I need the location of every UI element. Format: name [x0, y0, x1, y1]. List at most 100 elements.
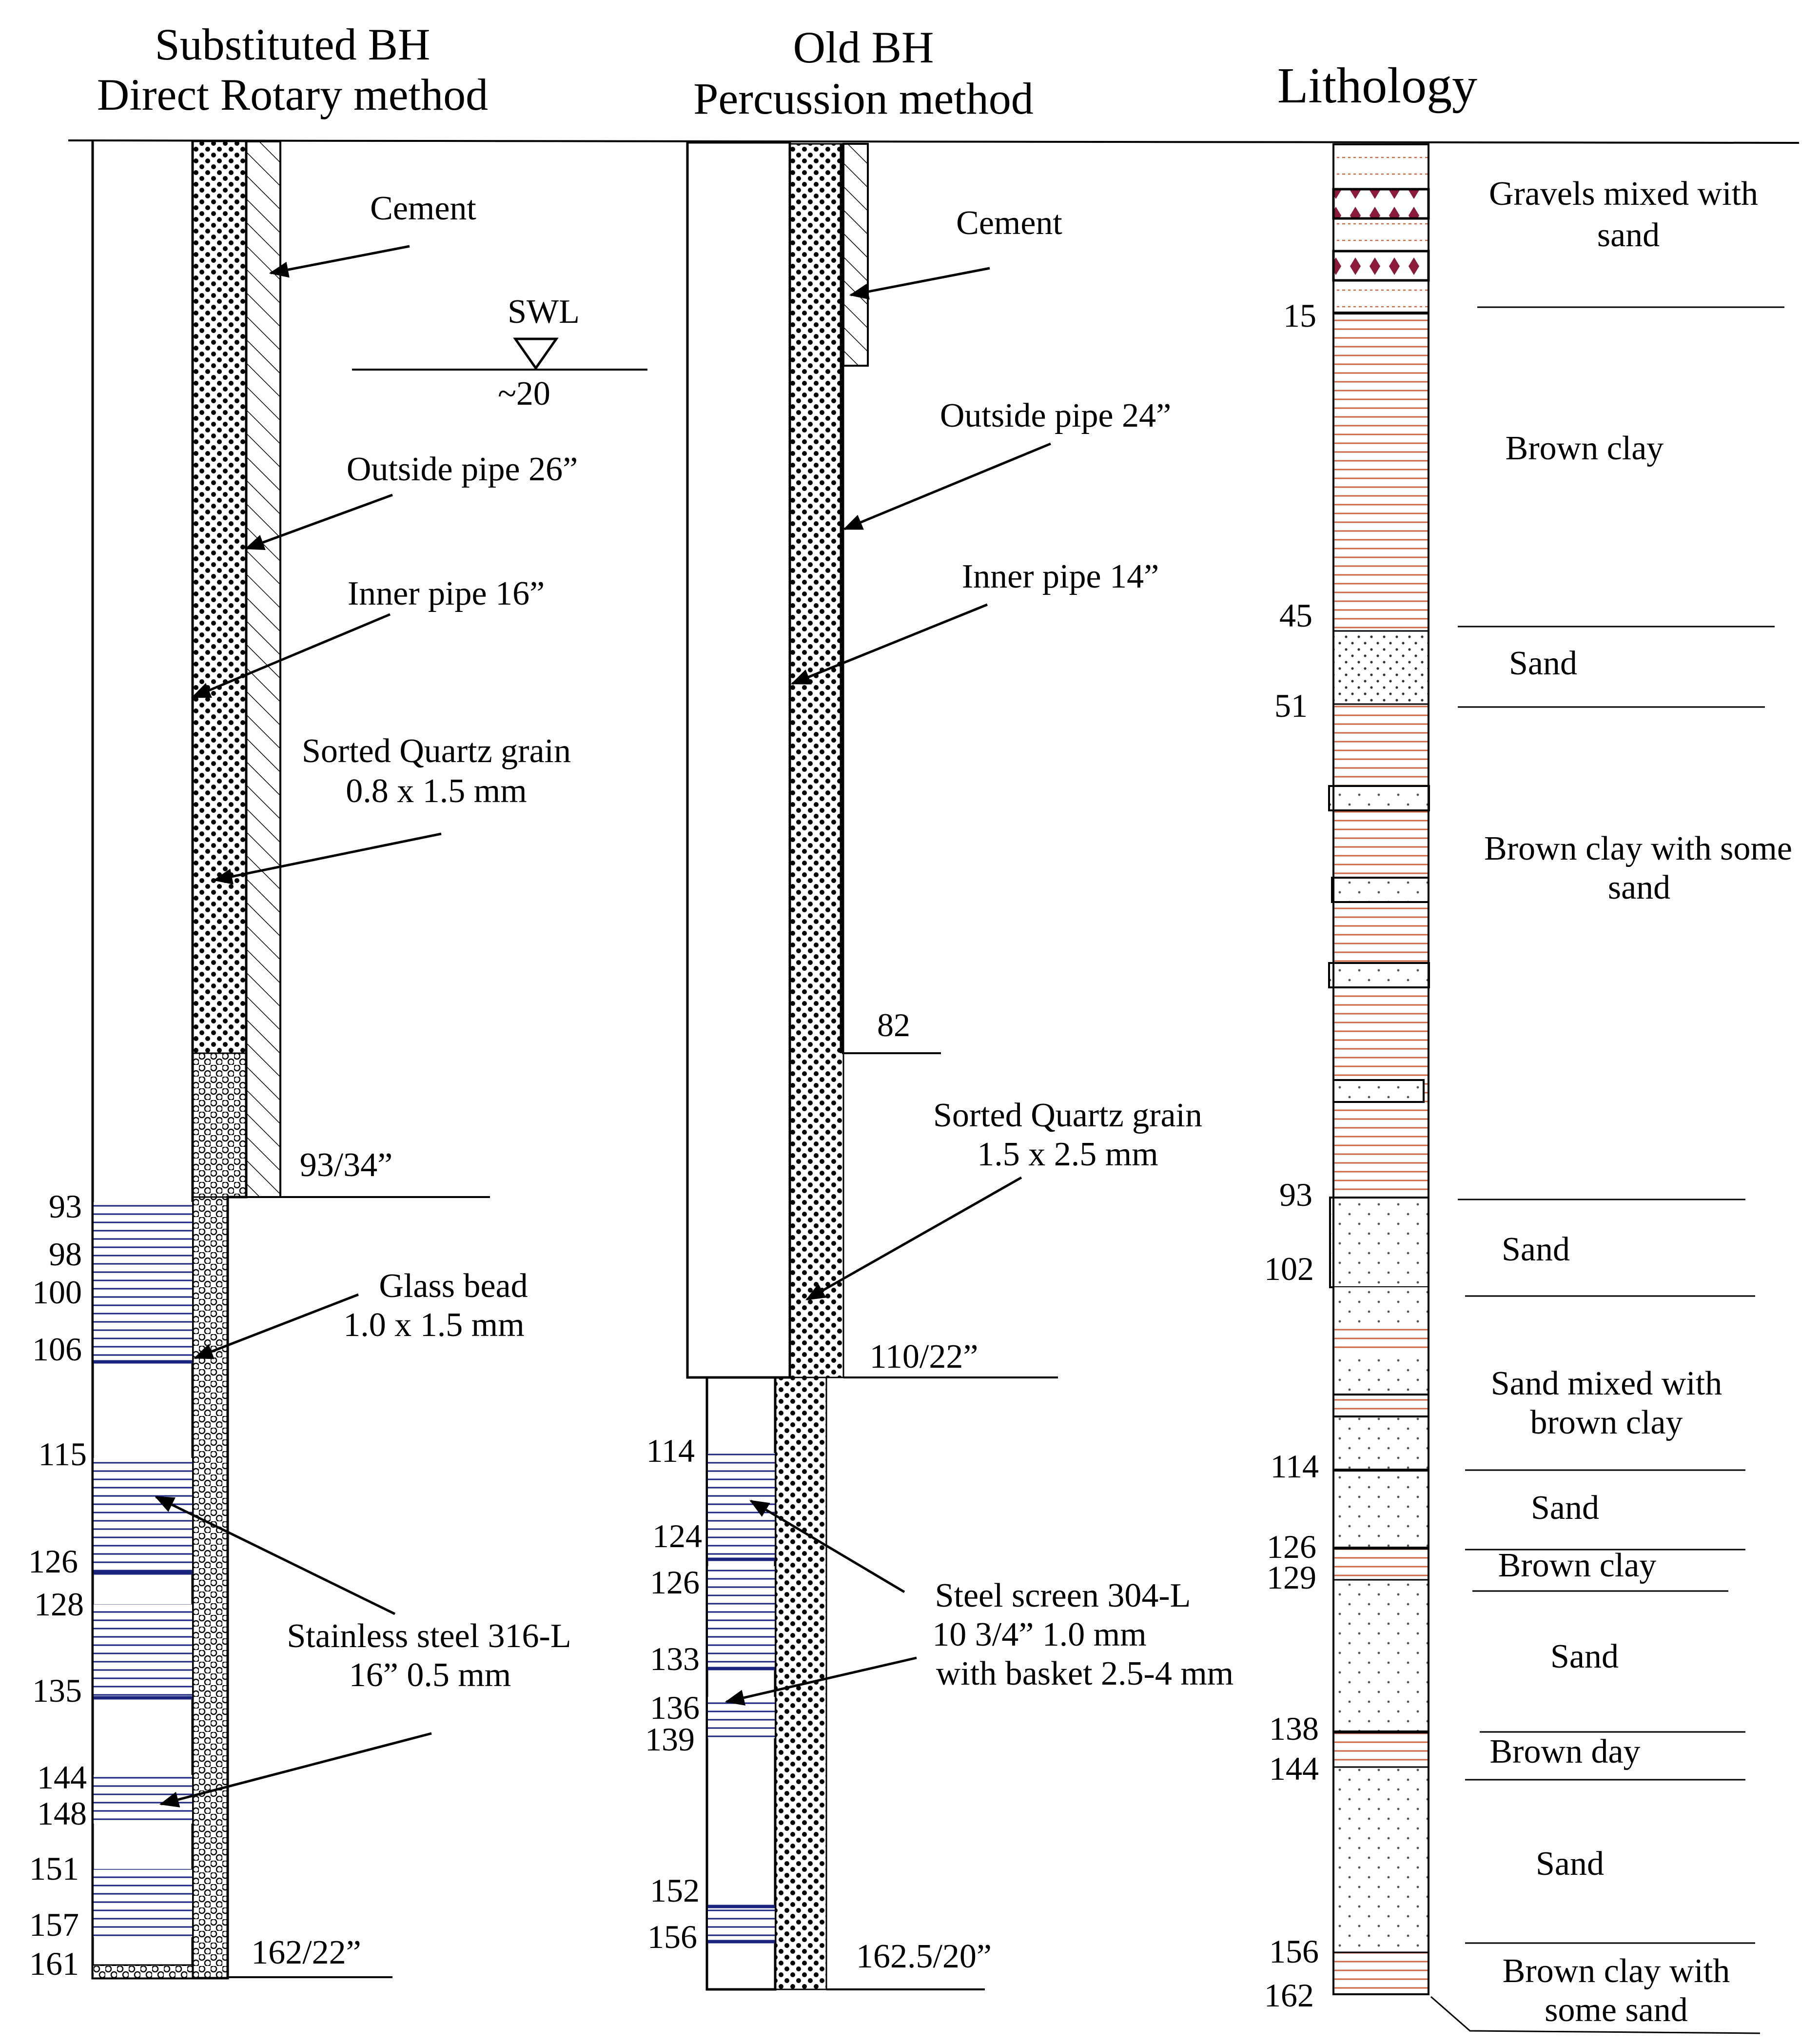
mid-title-line1: Old BH [793, 22, 934, 72]
litho-depth-label: 51 [1274, 687, 1308, 724]
mid-quartz-label-2: 1.5 x 2.5 mm [977, 1136, 1158, 1173]
left-quartz-arrow [213, 832, 442, 884]
litho-sand-mixed-clay [1333, 1287, 1429, 1470]
litho-brown-clay-138-144 [1333, 1732, 1429, 1767]
mid-title-line2: Percussion method [693, 74, 1034, 123]
lithology-title: Lithology [1277, 58, 1477, 114]
left-glass-label-1: Glass bead [379, 1267, 528, 1305]
litho-label-gravels-1: Gravels mixed with [1489, 175, 1758, 213]
mid-screen-label-2: 10 3/4” 1.0 mm [932, 1616, 1146, 1653]
mid-depth-label: 114 [646, 1432, 695, 1469]
mid-depth-label: 139 [645, 1721, 695, 1758]
mid-total-depth-label: 162.5/20” [856, 1938, 992, 1975]
mid-screen-label-3: with basket 2.5-4 mm [936, 1655, 1233, 1692]
left-title-line2: Direct Rotary method [97, 70, 488, 119]
left-steel-arrow-2 [159, 1732, 432, 1808]
litho-outline [1332, 143, 1429, 1995]
mid-inner-pipe-label: Inner pipe 14” [962, 558, 1159, 595]
litho-depth-label: 156 [1269, 1933, 1319, 1970]
left-cement-label: Cement [370, 190, 476, 227]
mid-depth-label: 124 [652, 1517, 702, 1554]
mid-screen-152-156 [708, 1906, 775, 1942]
left-total-depth-label: 162/22” [251, 1934, 361, 1971]
litho-depth-label: 138 [1269, 1710, 1319, 1747]
left-screen-151-157 [94, 1869, 192, 1937]
mid-quartz-label-1: Sorted Quartz grain [933, 1097, 1202, 1134]
left-outside-pipe-arrow [244, 493, 393, 550]
left-cement-arrow [269, 245, 410, 278]
mid-outside-pipe-label: Outside pipe 24” [940, 397, 1171, 434]
left-depth-label: 93 [49, 1188, 82, 1225]
mid-depth-label: 156 [647, 1918, 697, 1955]
left-depth-label: 151 [29, 1850, 79, 1887]
swl-depth: ~20 [498, 375, 550, 413]
litho-sand-lens [1331, 877, 1429, 903]
litho-label-clay-sand-2: sand [1608, 869, 1670, 906]
left-depth-label: 148 [37, 1795, 87, 1832]
litho-brown-clay-126-129 [1333, 1548, 1429, 1580]
mid-screen-114-124 [708, 1453, 775, 1559]
left-title-line1: Substituted BH [155, 20, 431, 69]
litho-sand-lens [1328, 962, 1430, 988]
left-depth-label: 98 [49, 1236, 82, 1273]
litho-depth-label: 162 [1264, 1977, 1314, 2014]
litho-depth-label: 45 [1279, 597, 1312, 634]
litho-label-sand-4: Sand [1550, 1638, 1619, 1675]
litho-label-sand-3: Sand [1531, 1489, 1599, 1527]
litho-sand-93-102 [1329, 1197, 1429, 1288]
litho-clay-sand-156-162 [1333, 1952, 1429, 1994]
left-quartz-label-2: 0.8 x 1.5 mm [346, 772, 527, 810]
left-steel-label-2: 16” 0.5 mm [349, 1656, 511, 1694]
litho-depth-label: 93 [1279, 1176, 1312, 1213]
mid-screen-126-133 [708, 1566, 775, 1669]
left-depth-label: 161 [29, 1945, 79, 1982]
litho-label-bottom-1: Brown clay with [1503, 1952, 1730, 1990]
mid-screen-arrow-1 [749, 1499, 905, 1593]
left-glass-bead-lower [192, 1196, 229, 1979]
left-depth-labels: 93 98 100 106 115 126 128 135 144 148 15… [28, 1188, 87, 1982]
mid-depth-label: 136 [650, 1689, 700, 1726]
litho-depth-label: 129 [1267, 1559, 1316, 1596]
left-outer-casing-hatch [245, 140, 281, 1198]
litho-depth-label: 126 [1267, 1528, 1316, 1565]
litho-label-bottom-2: some sand [1545, 1991, 1688, 2029]
mid-cement-arrow [849, 267, 990, 300]
mid-depth-labels: 114 124 126 133 136 139 152 156 [645, 1432, 702, 1955]
mid-cement-label: Cement [956, 204, 1062, 242]
litho-label-sand-mixed-2: brown clay [1530, 1404, 1683, 1441]
left-depth-label: 157 [29, 1906, 79, 1943]
left-borehole: SWL ~20 Cement Outside pipe 26” Inner pi… [91, 140, 647, 1980]
mid-inner-pipe-arrow [790, 603, 988, 685]
left-inner-pipe-arrow [191, 613, 391, 699]
litho-label-brown-clay-2: Brown clay [1498, 1547, 1657, 1584]
litho-bottom-leader [1430, 1996, 1761, 2034]
left-steel-arrow-1 [155, 1495, 396, 1615]
litho-label-sand-2: Sand [1502, 1231, 1570, 1268]
lithology-dividers [1430, 306, 1784, 2034]
left-depth-label: 126 [28, 1543, 78, 1580]
litho-label-sand-1: Sand [1509, 645, 1577, 682]
mid-quartz-arrow [805, 1176, 1022, 1301]
lithology-labels: Gravels mixed with sand Brown clay Sand … [1484, 175, 1792, 2029]
litho-clay-band [1333, 1329, 1429, 1353]
litho-sand-144-156 [1333, 1767, 1429, 1952]
litho-label-clay-sand-1: Brown clay with some [1484, 830, 1792, 867]
mid-outside-pipe-arrow [842, 442, 1051, 531]
left-screen-93-106 [94, 1202, 192, 1362]
left-depth-label: 135 [32, 1672, 82, 1709]
litho-depth-label: 102 [1264, 1250, 1314, 1287]
left-depth-label: 128 [34, 1586, 84, 1623]
left-depth-label: 144 [37, 1759, 87, 1796]
mid-depth-label: 126 [650, 1564, 700, 1601]
litho-clay-with-sand-51-93 [1333, 704, 1429, 1198]
litho-sand-114-126 [1333, 1470, 1429, 1548]
litho-sand-lens [1328, 785, 1430, 811]
left-outer-bottom-label: 93/34” [300, 1146, 393, 1184]
left-depth-label: 106 [32, 1331, 82, 1368]
left-outside-pipe-label: Outside pipe 26” [347, 451, 578, 488]
left-glass-arrow [193, 1293, 359, 1359]
left-quartz-label-1: Sorted Quartz grain [302, 732, 571, 770]
litho-sand-45-51 [1333, 631, 1429, 704]
mid-gravel-pack-upper [789, 143, 844, 1378]
